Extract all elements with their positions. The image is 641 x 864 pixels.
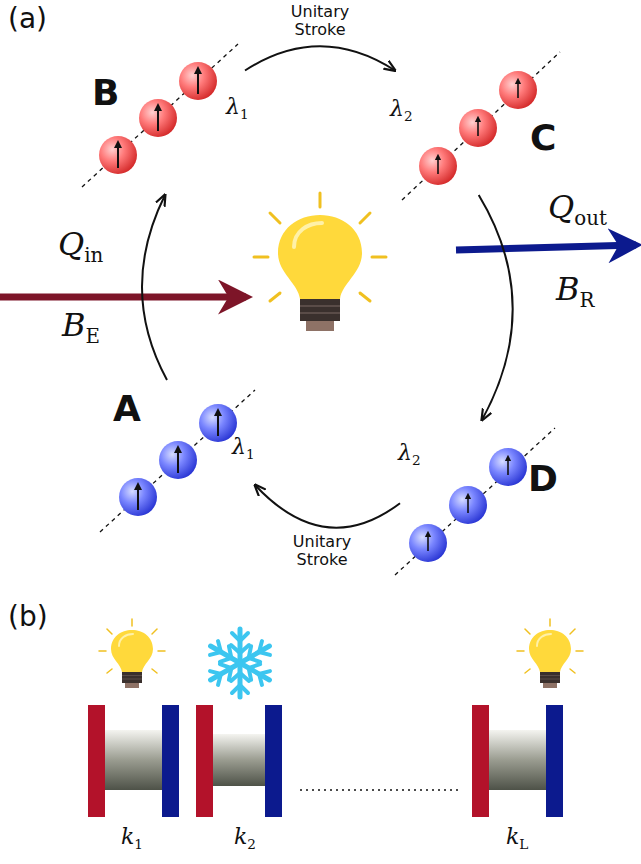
subscript: 2 <box>412 452 421 468</box>
state-letter: B <box>92 72 119 113</box>
mode-label: k2 <box>234 824 256 852</box>
light-bulb <box>99 619 165 688</box>
subscript: 1 <box>240 106 249 122</box>
subscript: out <box>574 207 607 230</box>
spin-chain-state: B <box>85 45 245 195</box>
stroke-arrow <box>255 485 400 528</box>
state-letter: A <box>113 388 141 429</box>
spin-chain-state: A <box>95 380 255 520</box>
subscript: 2 <box>247 836 256 852</box>
parameter-label: λ2 <box>390 96 413 124</box>
subscript: E <box>86 325 100 348</box>
spin-chain-state: C <box>395 45 562 195</box>
parameter-label: λ2 <box>398 440 421 468</box>
stroke-arrow <box>142 195 167 380</box>
light-bulb <box>517 619 583 688</box>
stroke-label: Unitary Stroke <box>275 532 369 571</box>
ellipsis-line <box>300 789 462 791</box>
heat-out-arrow <box>456 245 636 250</box>
parameter-label: λ1 <box>226 94 249 122</box>
state-letter: D <box>528 458 558 499</box>
subscript: 1 <box>134 836 143 852</box>
engine-piston <box>472 705 563 817</box>
parameter-label: λ1 <box>232 434 255 462</box>
heat-label: Qout <box>548 188 607 230</box>
mode-label: kL <box>506 824 528 852</box>
subscript: 2 <box>404 108 413 124</box>
spin-chain-b <box>82 44 238 187</box>
panel-label: (b) <box>8 600 48 633</box>
stroke-arrow <box>245 46 395 70</box>
heat-in-arrow <box>0 294 246 301</box>
panel-label: (a) <box>8 2 47 35</box>
heat-label: Qin <box>58 225 103 267</box>
subscript: in <box>84 244 103 267</box>
subscript: L <box>519 836 528 852</box>
subscript: 1 <box>246 446 255 462</box>
snowflake <box>206 629 274 697</box>
spin-chain-state: D <box>400 420 564 580</box>
spin-chain-c <box>402 52 560 200</box>
engine-piston <box>196 705 282 817</box>
spin-chain-d <box>395 428 555 575</box>
engine-piston <box>88 705 179 817</box>
light-bulb <box>254 193 386 331</box>
state-letter: C <box>530 117 556 158</box>
bath-label: BR <box>556 270 594 312</box>
bath-label: BE <box>62 306 100 348</box>
subscript: R <box>580 289 595 312</box>
stroke-label: Unitary Stroke <box>273 2 367 41</box>
stroke-arrow <box>479 195 513 420</box>
mode-label: k1 <box>121 824 143 852</box>
